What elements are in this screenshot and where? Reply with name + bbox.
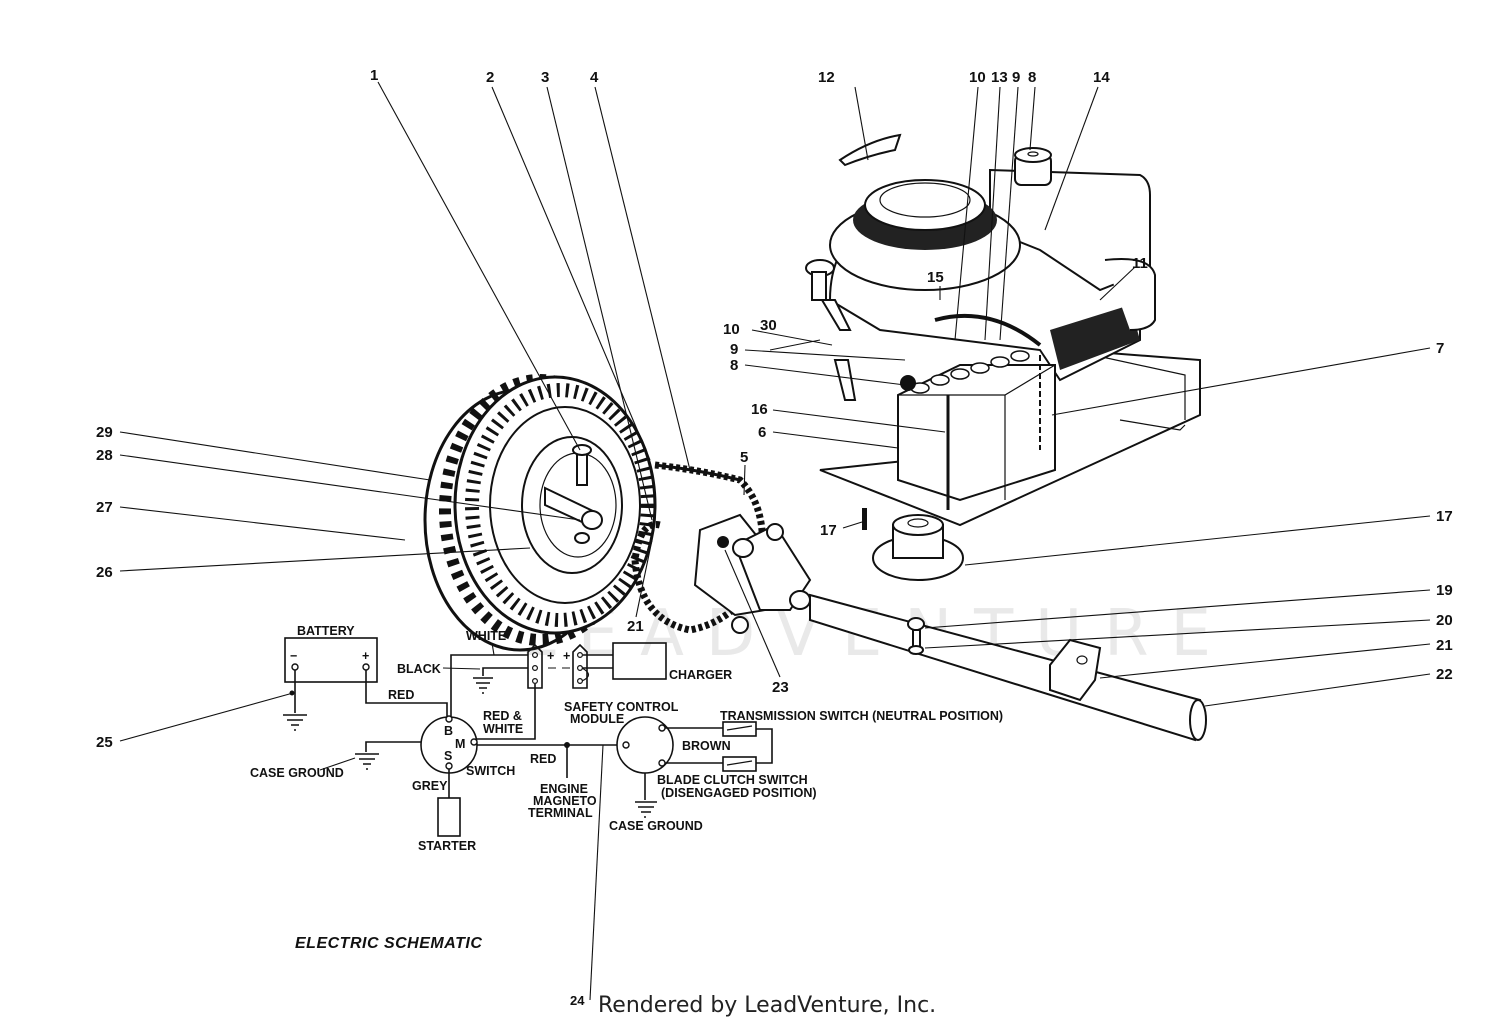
engine-label-3: TERMINAL — [528, 806, 593, 820]
pulley — [862, 508, 964, 581]
switch-terminal-s: S — [444, 749, 452, 763]
cylinder-fins — [1050, 258, 1156, 370]
wire-label-red-white-2: WHITE — [483, 722, 523, 736]
callout-3: 3 — [541, 69, 549, 86]
callout-20: 20 — [1436, 612, 1453, 629]
callout-9-left: 9 — [730, 341, 738, 358]
callout-1: 1 — [370, 67, 378, 84]
scm-label-2: MODULE — [570, 712, 624, 726]
starter-label: STARTER — [418, 839, 476, 853]
callout-10-left: 10 — [723, 321, 740, 338]
callout-12: 12 — [818, 69, 835, 86]
starter — [437, 797, 461, 837]
wire-label-white: WHITE — [466, 629, 506, 643]
callout-13: 13 — [991, 69, 1008, 86]
credit-text: Rendered by LeadVenture, Inc. — [598, 993, 936, 1018]
switch-terminal-m: M — [455, 737, 465, 751]
case-ground-label-2: CASE GROUND — [609, 819, 703, 833]
callout-26: 26 — [96, 564, 113, 581]
blade-clutch-switch — [722, 756, 757, 772]
callout-8-left: 8 — [730, 357, 738, 374]
wire-label-red-white-1: RED & — [483, 709, 522, 723]
battery — [897, 350, 1056, 510]
callouts: 1 2 3 4 5 6 7 8 8 9 9 10 10 11 12 13 14 … — [96, 67, 1453, 1008]
callout-6: 6 — [758, 424, 766, 441]
callout-16: 16 — [751, 401, 768, 418]
transmission-switch — [722, 721, 757, 737]
callout-7: 7 — [1436, 340, 1444, 357]
wire-label-red-2: RED — [530, 752, 556, 766]
switch-label: SWITCH — [466, 764, 515, 778]
callout-5: 5 — [740, 449, 748, 466]
callout-15: 15 — [927, 269, 944, 286]
leader-lines — [119, 81, 1431, 1001]
dipstick — [805, 259, 857, 401]
callout-30: 30 — [760, 317, 777, 334]
callout-23: 23 — [772, 679, 789, 696]
transmission — [693, 513, 812, 634]
switch-terminal-b: B — [444, 724, 453, 738]
callout-14: 14 — [1093, 69, 1110, 86]
ground-symbol-battery — [283, 714, 307, 731]
blade-clutch-label-1: BLADE CLUTCH SWITCH — [657, 773, 808, 787]
battery-minus: − — [290, 649, 297, 663]
callout-17-right: 17 — [1436, 508, 1453, 525]
callout-21-right: 21 — [1436, 637, 1453, 654]
charger — [612, 642, 667, 680]
wire-label-grey: GREY — [412, 779, 448, 793]
callout-24: 24 — [570, 993, 585, 1008]
transmission-switch-label: TRANSMISSION SWITCH (NEUTRAL POSITION) — [720, 709, 1003, 723]
case-ground-label-1: CASE GROUND — [250, 766, 344, 780]
battery-plus: + — [362, 649, 369, 663]
axle-shaft — [809, 593, 1207, 742]
callout-4: 4 — [590, 69, 599, 86]
callout-19: 19 — [1436, 582, 1453, 599]
callout-21-left: 21 — [627, 618, 644, 635]
callout-9-top: 9 — [1012, 69, 1020, 86]
decal-12 — [838, 133, 902, 167]
charger-connector-left — [527, 643, 543, 689]
scm-label-1: SAFETY CONTROL — [564, 700, 679, 714]
callout-28: 28 — [96, 447, 113, 464]
callout-25: 25 — [96, 734, 113, 751]
electric-schematic: BATTERY − + RED B M S SWITCH CASE GROUND… — [250, 624, 1003, 853]
connector-plus-2: + — [563, 649, 570, 663]
callout-8-top: 8 — [1028, 69, 1036, 86]
callout-27: 27 — [96, 499, 113, 516]
wire-label-black: BLACK — [397, 662, 441, 676]
callout-17-left: 17 — [820, 522, 837, 539]
wire-label-red: RED — [388, 688, 414, 702]
callout-29: 29 — [96, 424, 113, 441]
engine-label-2: MAGNETO — [533, 794, 597, 808]
connector-plus-1: + — [547, 649, 554, 663]
callout-11: 11 — [1132, 255, 1148, 272]
callout-2: 2 — [486, 69, 494, 86]
engine-label-1: ENGINE — [540, 782, 588, 796]
schematic-title: ELECTRIC SCHEMATIC — [295, 935, 482, 952]
charger-connector-right — [572, 643, 588, 689]
callout-10-top: 10 — [969, 69, 986, 86]
schematic-battery — [284, 637, 378, 683]
blade-clutch-label-2: (DISENGAGED POSITION) — [661, 786, 817, 800]
battery-label: BATTERY — [297, 624, 355, 638]
fuel-cap — [1014, 147, 1052, 186]
wire-label-brown: BROWN — [682, 739, 731, 753]
callout-22: 22 — [1436, 666, 1453, 683]
charger-label: CHARGER — [669, 668, 732, 682]
